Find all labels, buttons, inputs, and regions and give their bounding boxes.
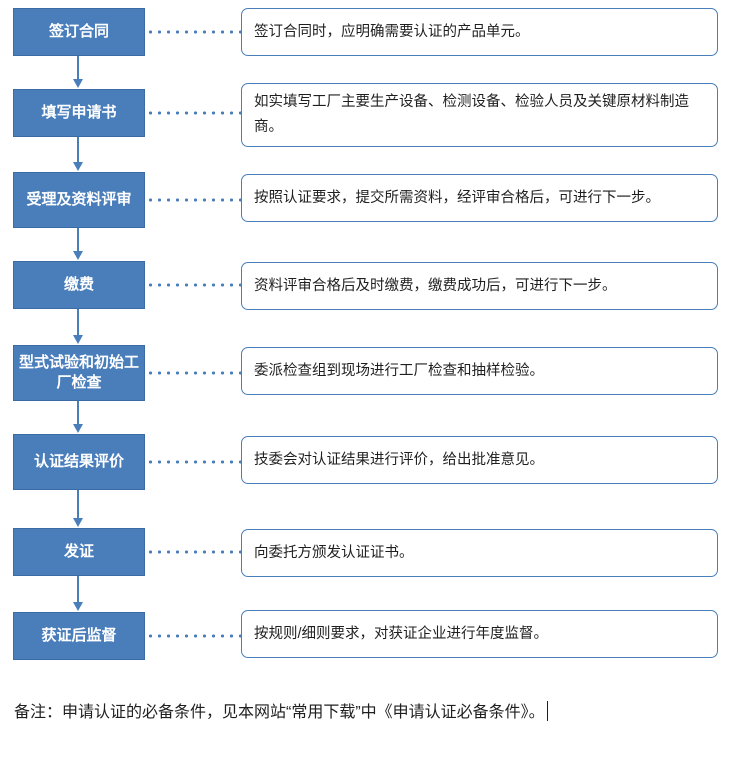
step-description-7: 向委托方颁发认证证书。: [241, 529, 718, 577]
dotted-connector-8: [146, 634, 241, 638]
footnote-label: 备注：申请认证的必备条件，见本网站“常用下载”中《申请认证必备条件》。: [14, 704, 545, 721]
flow-arrow-6: [73, 490, 83, 527]
flow-arrow-5: [73, 401, 83, 433]
step-description-2: 如实填写工厂主要生产设备、检测设备、检验人员及关键原材料制造商。: [241, 83, 718, 147]
dotted-connector-2: [146, 111, 241, 115]
step-description-8: 按规则/细则要求，对获证企业进行年度监督。: [241, 610, 718, 658]
step-box-1: 签订合同: [13, 8, 145, 56]
footnote-text: 备注：申请认证的必备条件，见本网站“常用下载”中《申请认证必备条件》。: [14, 694, 720, 732]
dotted-connector-1: [146, 30, 241, 34]
step-description-1: 签订合同时，应明确需要认证的产品单元。: [241, 8, 718, 56]
step-description-4: 资料评审合格后及时缴费，缴费成功后，可进行下一步。: [241, 262, 718, 310]
step-box-3: 受理及资料评审: [13, 172, 145, 228]
flow-arrow-1: [73, 56, 83, 88]
step-box-2: 填写申请书: [13, 89, 145, 137]
flow-arrow-7: [73, 576, 83, 611]
flow-arrow-4: [73, 309, 83, 344]
flow-arrow-3: [73, 228, 83, 260]
dotted-connector-3: [146, 198, 241, 202]
step-box-4: 缴费: [13, 261, 145, 309]
step-box-8: 获证后监督: [13, 612, 145, 660]
dotted-connector-4: [146, 283, 241, 287]
step-description-6: 技委会对认证结果进行评价，给出批准意见。: [241, 436, 718, 484]
step-box-5: 型式试验和初始工厂检查: [13, 345, 145, 401]
step-box-7: 发证: [13, 528, 145, 576]
step-description-3: 按照认证要求，提交所需资料，经评审合格后，可进行下一步。: [241, 174, 718, 222]
step-box-6: 认证结果评价: [13, 434, 145, 490]
dotted-connector-5: [146, 371, 241, 375]
text-cursor: [546, 701, 548, 721]
dotted-connector-6: [146, 460, 241, 464]
dotted-connector-7: [146, 550, 241, 554]
flow-arrow-2: [73, 137, 83, 171]
step-description-5: 委派检查组到现场进行工厂检查和抽样检验。: [241, 347, 718, 395]
